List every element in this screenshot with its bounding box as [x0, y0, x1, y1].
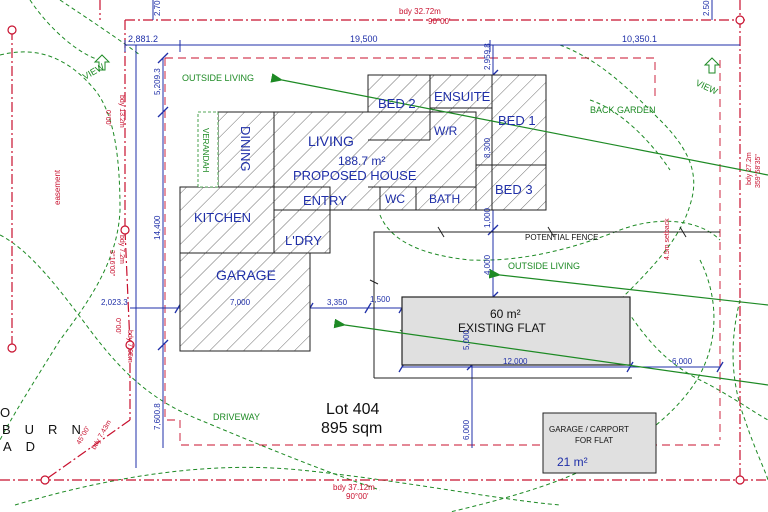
site-boundary: [0, 0, 768, 481]
dim-vert-top-mid: 2,959.8: [483, 43, 492, 70]
dim-flat-width: 12,000: [503, 357, 528, 366]
dim-vert-outside: 4,000: [483, 254, 492, 275]
verandah-label: VERANDAH: [201, 128, 210, 173]
carport-area: 21 m²: [557, 455, 588, 469]
setback-label: 4.5m setback: [664, 218, 671, 260]
view-arrows: [270, 73, 768, 386]
top-angle: 90°00': [428, 17, 451, 26]
carport-line1: GARAGE / CARPORT: [549, 425, 629, 434]
back-garden: BACK GARDEN: [590, 105, 656, 115]
dim-top-edge-right: 2.50: [702, 0, 711, 16]
driveway: DRIVEWAY: [213, 412, 260, 422]
room-ensuite: ENSUITE: [434, 89, 491, 104]
easement-label: easement: [53, 169, 62, 205]
room-ldry: L'DRY: [285, 233, 322, 248]
bottom-angle: 90°00': [346, 492, 369, 501]
dim-vert-flat: 5,000: [462, 329, 471, 350]
left-lower-bearing: bdy 7.95m: [126, 330, 133, 363]
dim-top-left: 2,881.2: [128, 34, 158, 44]
dim-gap-width: 3,350: [327, 298, 348, 307]
dimension-lines: [124, 0, 740, 468]
carport-line2: FOR FLAT: [575, 436, 613, 445]
dim-vert-left-lower: 7,600.8: [153, 403, 162, 430]
existing-flat: [401, 296, 631, 366]
dim-vert-left-long: 14,400: [153, 215, 162, 240]
boundary-markers: [7, 15, 745, 485]
right-bearing: bdy 27.2m: [746, 152, 753, 185]
left-upper-bearing: bdy 13.2m: [118, 95, 125, 128]
top-bearing: bdy 32.72m: [399, 7, 441, 16]
dim-garage-width: 7,000: [230, 298, 251, 307]
room-wc: WC: [385, 192, 405, 206]
house-area: 188.7 m²: [338, 154, 385, 168]
left-mid-angle: 3°16'00": [108, 250, 116, 277]
dim-top-mid: 19,500: [350, 34, 378, 44]
view-label-right: VIEW: [694, 78, 720, 97]
room-bed1: BED 1: [498, 113, 536, 128]
view-arrow-icon-left: [93, 54, 111, 71]
room-living: LIVING: [308, 133, 354, 149]
lot-number: Lot 404: [326, 401, 379, 418]
room-kitchen: KITCHEN: [194, 210, 251, 225]
left-upper-angle: 0°00': [104, 110, 112, 126]
proposed-house: [179, 74, 547, 352]
room-entry: ENTRY: [303, 193, 347, 208]
bottom-bearing: bdy 37.12m: [333, 483, 375, 492]
right-angle: 359°58'35": [754, 154, 762, 188]
verandah: [197, 111, 219, 188]
room-garage: GARAGE: [216, 267, 276, 283]
street-line1: O: [0, 405, 10, 420]
room-bath: BATH: [429, 192, 460, 206]
left-lower-angle: 0°00': [114, 318, 122, 334]
dim-vert-drive: 6,000: [462, 419, 471, 440]
lot-area: 895 sqm: [321, 420, 382, 437]
left-mid-bearing: bdy 7.2m: [118, 235, 125, 264]
flat-area: 60 m²: [490, 307, 521, 321]
dim-vert-top-left: 5,209.3: [153, 68, 162, 95]
street-line2: BURN: [2, 422, 95, 437]
outside-living-mid: OUTSIDE LIVING: [508, 261, 580, 271]
room-labels: BED 2 ENSUITE W/R BED 1 LIVING 188.7 m² …: [194, 89, 536, 283]
view-arrow-icon-right: [703, 57, 721, 74]
dim-gap2-width: 1,500: [370, 295, 391, 304]
flat-label: EXISTING FLAT: [458, 321, 546, 335]
dimension-labels: 2,881.2 19,500 10,350.1 2.70m 2.50 5,209…: [101, 0, 711, 440]
setback-line: [164, 57, 721, 446]
garage-carport: [542, 412, 657, 474]
dim-flat-right: 6,000: [672, 357, 693, 366]
dim-left-offset: 2,023.3: [101, 298, 128, 307]
dim-top-right: 10,350.1: [622, 34, 657, 44]
room-wr: W/R: [434, 124, 458, 138]
dim-vert-gap: 1,000: [483, 207, 492, 228]
view-label-left: VIEW: [81, 61, 106, 81]
room-dining: DINING: [238, 126, 253, 172]
room-bed2: BED 2: [378, 96, 416, 111]
dim-top-edge-left: 2.70m: [153, 0, 162, 16]
street-line3: AD: [3, 439, 49, 454]
dim-vert-house: 8,300: [483, 137, 492, 158]
outside-living-top: OUTSIDE LIVING: [182, 73, 254, 83]
house-title: PROPOSED HOUSE: [293, 168, 417, 183]
potential-fence-label: POTENTIAL FENCE: [525, 233, 599, 242]
room-bed3: BED 3: [495, 182, 533, 197]
